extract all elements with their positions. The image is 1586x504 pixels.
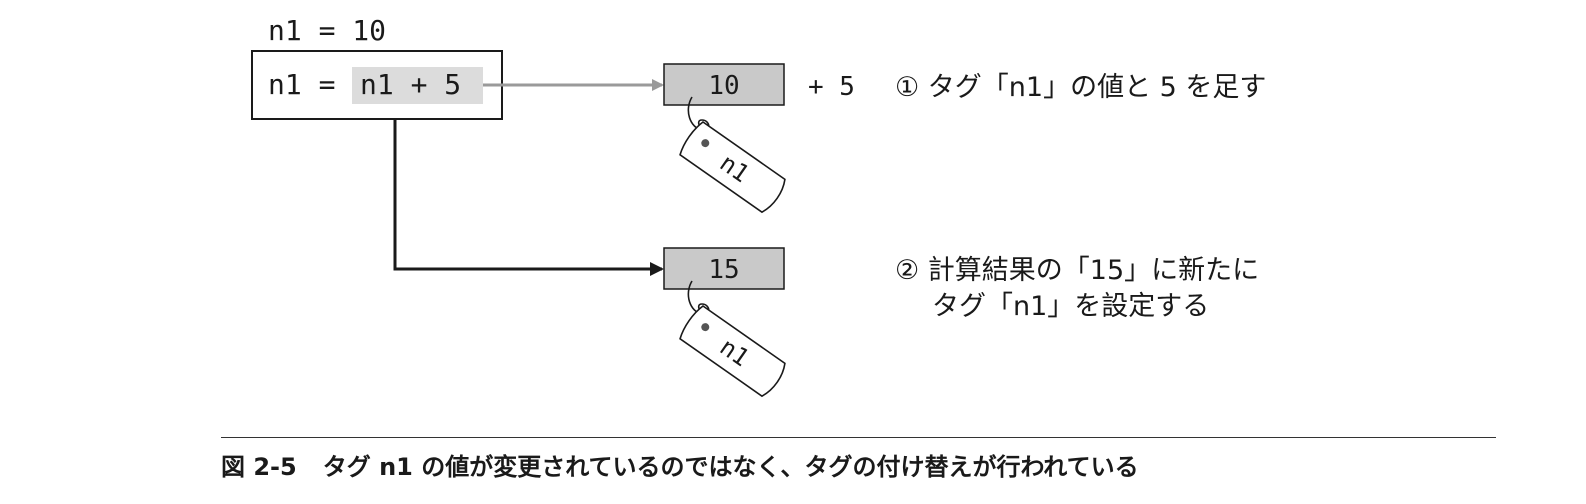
figure-number: 図 2-5	[221, 453, 297, 481]
initial-statement: n1 = 10	[268, 14, 386, 47]
step1-text: ① タグ「n1」の値と 5 を足す	[895, 72, 1266, 103]
assign-target: n1 =	[268, 68, 335, 101]
arrow-to-new-value	[393, 119, 664, 276]
old-tag-hole	[701, 139, 710, 148]
new-tag: n1	[679, 280, 786, 398]
assign-expression: n1 + 5	[360, 68, 461, 101]
caption-rule	[221, 437, 1496, 438]
figure-caption-text: タグ n1 の値が変更されているのではなく、タグの付け替えが行われている	[322, 453, 1139, 481]
new-value: 15	[708, 255, 739, 285]
old-value: 10	[708, 71, 739, 101]
step2-text-line2: タグ「n1」を設定する	[932, 291, 1209, 322]
old-value-box	[663, 63, 785, 106]
old-tag: n1	[679, 96, 786, 214]
step2-text-line1: ② 計算結果の「15」に新たに	[895, 255, 1259, 286]
new-tag-hole	[701, 323, 710, 332]
figure-caption: 図 2-5 タグ n1 の値が変更されているのではなく、タグの付け替えが行われてい…	[221, 447, 1496, 482]
expression-highlight	[352, 67, 483, 104]
add-operation-label: + 5	[808, 72, 855, 102]
new-value-box	[663, 247, 785, 290]
